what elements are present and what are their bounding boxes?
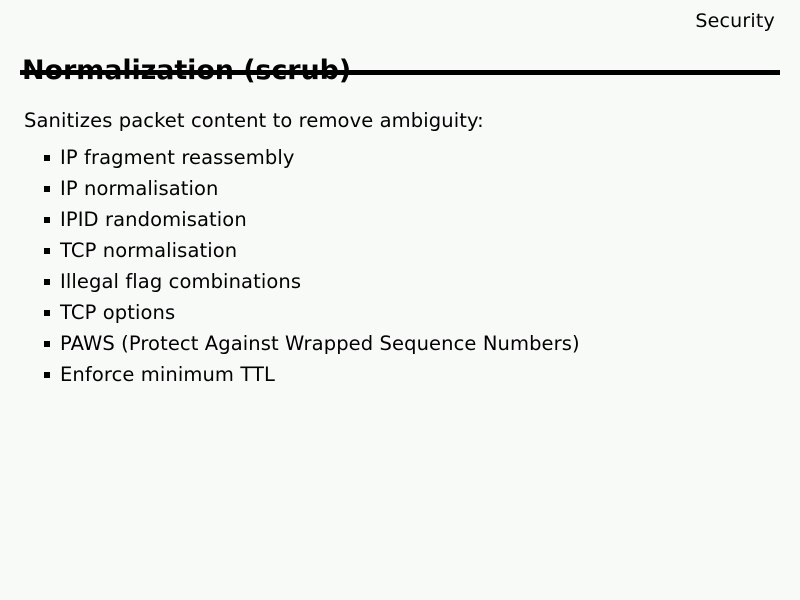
square-bullet-icon xyxy=(44,217,50,223)
list-item: TCP normalisation xyxy=(44,235,800,266)
square-bullet-icon xyxy=(44,372,50,378)
list-item-label: IPID randomisation xyxy=(60,208,247,231)
bullet-list: IP fragment reassembly IP normalisation … xyxy=(0,142,800,390)
square-bullet-icon xyxy=(44,341,50,347)
square-bullet-icon xyxy=(44,310,50,316)
square-bullet-icon xyxy=(44,248,50,254)
square-bullet-icon xyxy=(44,155,50,161)
list-item-label: Illegal flag combinations xyxy=(60,270,302,293)
list-item: IPID randomisation xyxy=(44,204,800,235)
list-item-label: TCP normalisation xyxy=(60,239,238,262)
list-item: IP normalisation xyxy=(44,173,800,204)
list-item-label: Enforce minimum TTL xyxy=(60,363,275,386)
list-item: IP fragment reassembly xyxy=(44,142,800,173)
list-item-label: IP fragment reassembly xyxy=(60,146,295,169)
intro-text: Sanitizes packet content to remove ambig… xyxy=(24,109,484,132)
square-bullet-icon xyxy=(44,186,50,192)
list-item: Illegal flag combinations xyxy=(44,266,800,297)
list-item: Enforce minimum TTL xyxy=(44,359,800,390)
list-item-label: IP normalisation xyxy=(60,177,219,200)
slide-body: Sanitizes packet content to remove ambig… xyxy=(0,108,800,390)
list-item-label: TCP options xyxy=(60,301,176,324)
list-item-label: PAWS (Protect Against Wrapped Sequence N… xyxy=(60,332,580,355)
slide-running-header: Security xyxy=(695,10,775,32)
list-item: TCP options xyxy=(44,297,800,328)
title-divider-rule xyxy=(20,70,780,75)
square-bullet-icon xyxy=(44,279,50,285)
list-item: PAWS (Protect Against Wrapped Sequence N… xyxy=(44,328,800,359)
